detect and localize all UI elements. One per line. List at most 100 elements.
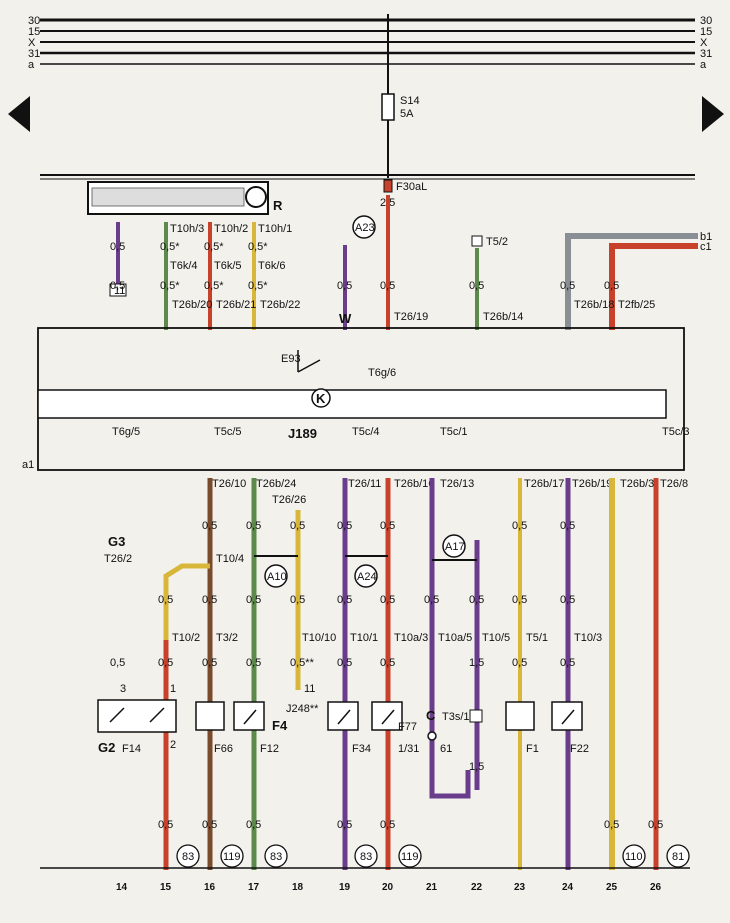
- pin-t26b-22: T26b/22: [260, 299, 300, 311]
- k-marker-label: K: [316, 391, 326, 406]
- pin-t26b-17: T26b/17: [524, 478, 564, 490]
- svg-text:0,5: 0,5: [512, 657, 527, 669]
- conn-t10a-5: T10a/5: [438, 632, 472, 644]
- side-label-a1: a1: [22, 459, 34, 471]
- pin-t26b-18: T26b/18: [574, 299, 614, 311]
- radio-wires: [116, 222, 256, 330]
- svg-text:19: 19: [339, 882, 351, 893]
- g3-pin: T26/2: [104, 553, 132, 565]
- svg-text:0,5**: 0,5**: [290, 657, 315, 669]
- previous-page-arrow-icon[interactable]: [8, 96, 30, 132]
- svg-text:0,5: 0,5: [648, 819, 663, 831]
- svg-text:0,5: 0,5: [512, 520, 527, 532]
- svg-text:24: 24: [562, 882, 574, 893]
- pin-num-1: 1: [170, 683, 176, 695]
- circle-a17-label: A17: [445, 541, 465, 553]
- wire-size-r1: 0,5: [110, 241, 125, 253]
- rail-label-a-left: a: [28, 59, 35, 71]
- sensor-f4: F4: [272, 718, 288, 733]
- wire-b1: [565, 233, 698, 330]
- pin-t26b-19: T26b/19: [572, 478, 612, 490]
- svg-text:0,5: 0,5: [246, 520, 261, 532]
- pin-t26-26: T26/26: [272, 494, 306, 506]
- wire-size-t5: 0,5: [469, 280, 484, 292]
- pin-t5c-5: T5c/5: [214, 426, 242, 438]
- circle-a10-label: A10: [267, 571, 287, 583]
- svg-text:0,5: 0,5: [290, 594, 305, 606]
- pin-t6g-5: T6g/5: [112, 426, 140, 438]
- svg-text:26: 26: [650, 882, 662, 893]
- conn-t10-3: T10/3: [574, 632, 602, 644]
- sensor-f66: F66: [214, 743, 233, 755]
- lower-wires: [163, 478, 659, 870]
- svg-text:0,5: 0,5: [158, 657, 173, 669]
- pin-t26b-16: T26b/16: [394, 478, 434, 490]
- pin-t5c-4: T5c/4: [352, 426, 380, 438]
- sensor-g2: G2: [98, 740, 115, 755]
- svg-text:0,5: 0,5: [337, 520, 352, 532]
- svg-text:21: 21: [426, 882, 438, 893]
- fuse-name: S14: [400, 95, 420, 107]
- svg-text:15: 15: [160, 882, 172, 893]
- pin-t26b-3: T26b/3: [620, 478, 654, 490]
- svg-text:0,5: 0,5: [560, 520, 575, 532]
- conn-t10-2: T10/2: [172, 632, 200, 644]
- sensor-t3s-1: T3s/1: [442, 711, 470, 723]
- conn-t3-2: T3/2: [216, 632, 238, 644]
- switch-e93-label: E93: [281, 353, 301, 365]
- rail-label-31-right: 31: [700, 48, 712, 60]
- wire-size-r6: 0,5*: [160, 280, 180, 292]
- pin-t26-19: T26/19: [394, 311, 428, 323]
- wire-size-r4: 0,5*: [248, 241, 268, 253]
- rail-label-a-right: a: [700, 59, 707, 71]
- radio-adapter-3: T6k/6: [258, 260, 286, 272]
- sensor-f1: F1: [526, 743, 539, 755]
- conn-t10-5: T10/5: [482, 632, 510, 644]
- pin-t26-13: T26/13: [440, 478, 474, 490]
- ref-119-b: 119: [401, 851, 419, 863]
- wire-size-r3: 0,5*: [204, 241, 224, 253]
- svg-text:18: 18: [292, 882, 304, 893]
- wire-size-w: 0,5: [337, 280, 352, 292]
- ref-circles: [176, 844, 690, 868]
- sensor-f14: F14: [122, 743, 141, 755]
- rail-label-30-left: 30: [28, 15, 40, 27]
- pin-t5c-3: T5c/3: [662, 426, 690, 438]
- wire-size-b1: 0,5: [560, 280, 575, 292]
- svg-text:0,5: 0,5: [380, 819, 395, 831]
- svg-text:0,5: 0,5: [604, 819, 619, 831]
- circle-a23-label: A23: [355, 222, 375, 234]
- sensor-61: 61: [440, 743, 452, 755]
- ground-box-11: [109, 283, 127, 297]
- svg-text:0,5: 0,5: [158, 594, 173, 606]
- f30al-connector: [383, 179, 393, 193]
- svg-text:0,5: 0,5: [202, 520, 217, 532]
- rail-label-15-right: 15: [700, 26, 712, 38]
- svg-text:0,5: 0,5: [337, 657, 352, 669]
- rail-label-x-left: X: [28, 37, 36, 49]
- svg-text:0,5: 0,5: [560, 594, 575, 606]
- pin-w: W: [339, 311, 352, 326]
- sensor-boxes: [97, 699, 583, 741]
- radio-pin-3: T10h/1: [258, 223, 292, 235]
- pin-t26-11: T26/11: [348, 478, 381, 490]
- circle-a10: [264, 564, 288, 588]
- pin-t26b-24: T26b/24: [256, 478, 296, 490]
- pin-t2fb-25: T2fb/25: [618, 299, 655, 311]
- svg-text:14: 14: [116, 882, 128, 893]
- rail-label-x-right: X: [700, 37, 708, 49]
- svg-text:0,5: 0,5: [380, 520, 395, 532]
- ref-83-b: 83: [270, 851, 282, 863]
- wire-size-r5: 0,5: [110, 280, 125, 292]
- sensor-j248: J248**: [286, 703, 319, 715]
- next-page-arrow-icon[interactable]: [702, 96, 724, 132]
- svg-text:1,5: 1,5: [469, 761, 484, 773]
- module-j189: J189: [288, 426, 317, 441]
- pin-num-3: 3: [120, 683, 126, 695]
- svg-text:23: 23: [514, 882, 526, 893]
- pin-t26b-21: T26b/21: [216, 299, 256, 311]
- rail-group: [40, 18, 695, 65]
- svg-text:0,5: 0,5: [202, 657, 217, 669]
- svg-text:0,5: 0,5: [110, 657, 125, 669]
- ref-83-a: 83: [182, 851, 194, 863]
